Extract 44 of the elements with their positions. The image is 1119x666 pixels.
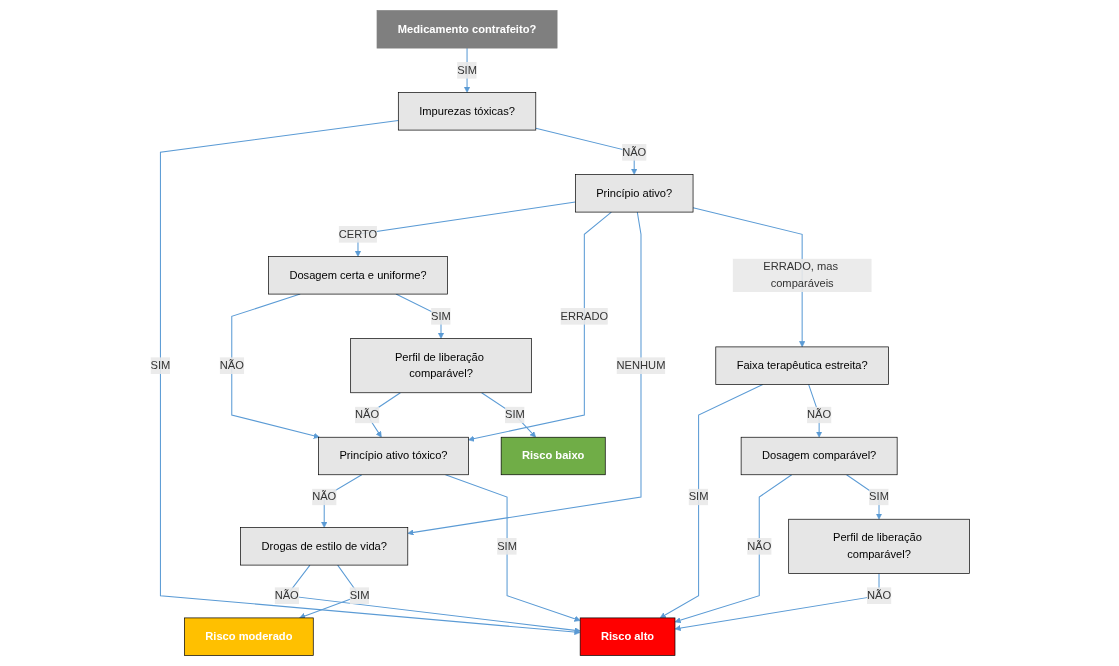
node-box: Medicamento contrafeito? — [376, 10, 557, 49]
edge-label: NÃO — [354, 408, 379, 421]
edge-label: SIM — [868, 490, 889, 503]
node-box: Risco moderado — [183, 617, 314, 656]
edge-label: NÃO — [311, 490, 336, 503]
arrow — [845, 474, 882, 520]
node-box: Perfil de liberação comparável? — [787, 518, 970, 574]
edge-label: SIM — [504, 408, 525, 421]
node-box: Risco alto — [579, 617, 675, 656]
edge-label: SIM — [430, 310, 451, 322]
edge-label: NENHUM — [616, 359, 665, 372]
node-box: Perfil de liberação comparável? — [349, 338, 532, 394]
node-box: Faixa terapêutica estreita? — [715, 346, 889, 385]
node-box: Dosagem comparável? — [740, 436, 898, 476]
arrow — [407, 211, 642, 536]
edge-label: NÃO — [806, 408, 831, 421]
edge-label: NÃO — [621, 146, 646, 158]
arrow — [674, 474, 792, 624]
edge-label: CERTO — [338, 228, 377, 240]
edge-label: NÃO — [219, 359, 244, 372]
edge-label: NÃO — [866, 589, 891, 602]
edge-label: NÃO — [274, 589, 299, 602]
arrow — [480, 392, 536, 438]
node-box: Dosagem certa e uniforme? — [267, 256, 448, 295]
arrow — [674, 572, 880, 632]
node-box: Risco baixo — [500, 436, 606, 476]
edge-label: SIM — [496, 540, 517, 552]
edge-label: SIM — [456, 64, 477, 76]
arrow — [444, 474, 580, 622]
edge-label: NÃO — [746, 540, 771, 552]
arrow — [659, 383, 763, 619]
arrow — [230, 293, 320, 439]
edge-label: SIM — [349, 589, 369, 602]
arrow — [159, 120, 580, 636]
edge-label: ERRADO, mas comparáveis — [762, 260, 838, 290]
edge-label: SIM — [688, 490, 709, 503]
node-box: Princípio ativo tóxico? — [317, 436, 469, 476]
node-box: Impurezas tóxicas? — [397, 92, 536, 131]
node-box: Princípio ativo? — [574, 174, 693, 213]
node-box: Drogas de estilo de vida? — [239, 527, 408, 566]
edge-label: ERRADO — [560, 310, 608, 322]
arrow — [467, 211, 612, 442]
edge-label: SIM — [150, 359, 170, 372]
arrow — [354, 201, 576, 257]
